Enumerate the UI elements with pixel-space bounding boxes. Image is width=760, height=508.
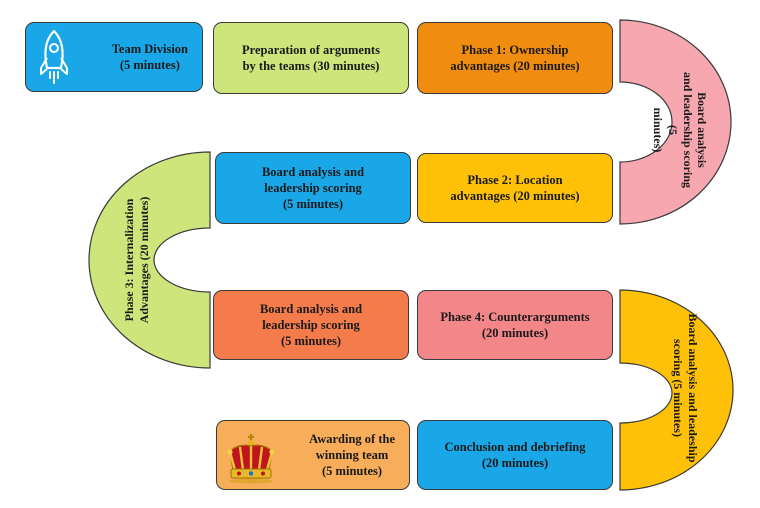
phase2-box: Phase 2: Location advantages (20 minutes…: [417, 153, 613, 223]
arc-right-bottom: [619, 289, 734, 491]
arc-right-top-label: Board analysis and leadership scoring (5…: [651, 71, 709, 188]
board-analysis-row3-box: Board analysis and leadership scoring (5…: [213, 290, 409, 360]
phase2-label: Phase 2: Location advantages (20 minutes…: [450, 173, 580, 203]
preparation-box: Preparation of arguments by the teams (3…: [213, 22, 409, 94]
rocket-icon: [36, 28, 72, 86]
arc-left-middle-label: Phase 3: Internalization Advantages (20 …: [122, 196, 151, 324]
preparation-label: Preparation of arguments by the teams (3…: [242, 43, 380, 73]
phase1-box: Phase 1: Ownership advantages (20 minute…: [417, 22, 613, 94]
awarding-label: Awarding of the winning team (5 minutes): [309, 432, 395, 478]
arc-left-middle: [88, 151, 211, 369]
phase1-label: Phase 1: Ownership advantages (20 minute…: [450, 43, 580, 73]
team-division-label: Team Division (5 minutes): [111, 42, 188, 72]
board-analysis-row3-label: Board analysis and leadership scoring (5…: [259, 302, 363, 348]
phase4-label: Phase 4: Counterarguments (20 minutes): [440, 310, 590, 340]
crown-icon: [224, 432, 278, 484]
arc-right-top: [619, 19, 732, 225]
phase4-box: Phase 4: Counterarguments (20 minutes): [417, 290, 613, 360]
arc-right-bottom-label: Board analysis and leadeship scoring (5 …: [671, 313, 700, 463]
board-analysis-row2-label: Board analysis and leadership scoring (5…: [261, 165, 365, 211]
conclusion-box: Conclusion and debriefing (20 minutes): [417, 420, 613, 490]
board-analysis-row2-box: Board analysis and leadership scoring (5…: [215, 152, 411, 224]
conclusion-label: Conclusion and debriefing (20 minutes): [444, 440, 586, 470]
